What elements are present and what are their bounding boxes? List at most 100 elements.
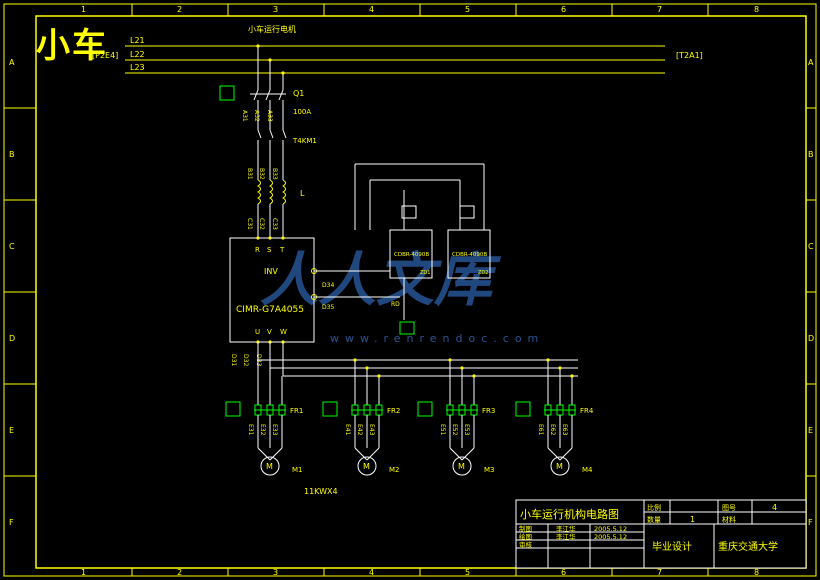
column-label: 4 (369, 5, 374, 14)
row-label: D (9, 334, 15, 343)
breaker-rating: 100A (293, 108, 311, 116)
inverter-input-label: R (255, 246, 260, 254)
junction-dot (268, 58, 272, 62)
overload-relay (266, 404, 274, 416)
junction-dot (256, 236, 260, 240)
qty-label: 数量 (647, 515, 661, 524)
inverter-pin: D35 (322, 304, 334, 311)
breaker-tag-box (219, 85, 235, 101)
column-label: 6 (561, 5, 566, 14)
drawing-title: 小车运行机构电路图 (520, 507, 619, 521)
overload-relay (351, 404, 359, 416)
motor-symbol (357, 456, 377, 476)
title-block-border (515, 499, 807, 569)
wire (461, 447, 475, 461)
inverter-output-label: U (255, 328, 260, 336)
outer-frame (3, 3, 817, 577)
overload-relay (278, 404, 286, 416)
row-label: E (9, 426, 14, 435)
wire-label-a: A32 (253, 110, 260, 122)
overload-relay (446, 404, 454, 416)
motor-wire-label: E43 (368, 424, 375, 436)
signoff-name: 李江华 (556, 524, 576, 533)
motor-spec: 11KWX4 (304, 487, 338, 496)
motor-symbol (452, 456, 472, 476)
column-label: 3 (273, 568, 278, 577)
wire (449, 447, 463, 461)
wire-label-b: B31 (246, 168, 253, 180)
braking-module-model: CDBR-4090B (452, 252, 487, 258)
inverter-input-label: T (279, 246, 285, 254)
junction-dot (558, 366, 562, 370)
relay-name: FR2 (387, 407, 400, 415)
column-label: 2 (177, 568, 182, 577)
resistor-tag-box (399, 321, 415, 335)
sheet-label: 图号 (722, 504, 736, 512)
column-label: 5 (465, 568, 470, 577)
circuit-title: 小车运行电机 (248, 24, 296, 34)
motor-symbol (550, 456, 570, 476)
junction-dot (353, 358, 357, 362)
wire-label-b: B32 (258, 168, 265, 180)
breaker-name: Q1 (293, 89, 304, 98)
motor-name: M1 (292, 466, 303, 474)
relay-name: FR1 (290, 407, 303, 415)
column-label: 8 (754, 5, 759, 14)
wire (269, 447, 283, 461)
bus-line-label: L23 (130, 63, 145, 72)
wire (354, 447, 368, 461)
row-label: B (9, 150, 15, 159)
braking-module-tag: ZD1 (420, 270, 430, 276)
inverter-input-label: S (267, 246, 272, 254)
reactor-coil (269, 179, 273, 205)
row-label: E (808, 426, 813, 435)
row-label: C (9, 242, 15, 251)
wire-label-d: D31 (230, 354, 237, 366)
motor-symbol-label: M (266, 462, 273, 471)
column-label: 4 (369, 568, 374, 577)
motor-wire-label: E53 (463, 424, 470, 436)
reactor-coil (282, 179, 286, 205)
inverter-model: CIMR-G7A4055 (236, 305, 304, 315)
motor-name: M2 (389, 466, 400, 474)
motor-wire-label: E62 (549, 424, 556, 436)
wire (265, 89, 271, 101)
wire-label-a: A33 (266, 110, 273, 122)
overload-relay (556, 404, 564, 416)
wire (282, 129, 287, 139)
bus-line-label: L21 (130, 36, 145, 45)
column-label: 5 (465, 5, 470, 14)
signoff-role: 绘图 (519, 532, 532, 541)
motor-wire-label: E31 (247, 424, 254, 436)
wire-label-c: C32 (258, 218, 265, 230)
row-label: A (9, 58, 15, 67)
overload-relay (375, 404, 383, 416)
wire (257, 447, 271, 461)
motor-wire-label: E41 (344, 424, 351, 436)
wire (257, 129, 262, 139)
motor-wire-label: E33 (271, 424, 278, 436)
junction-dot (281, 236, 285, 240)
inverter-output-label: V (267, 328, 272, 336)
motor-wire-label: E52 (451, 424, 458, 436)
overload-relay (568, 404, 576, 416)
scale-label: 比例 (647, 503, 661, 512)
wire-label-a: A31 (241, 110, 248, 122)
column-label: 6 (561, 568, 566, 577)
junction-dot (460, 366, 464, 370)
school-name: 重庆交通大学 (718, 540, 778, 553)
row-label: A (808, 58, 814, 67)
relay-name: FR4 (580, 407, 594, 415)
signoff-date: 2005.5.12 (594, 525, 627, 533)
junction-dot (377, 374, 381, 378)
motor-name: M4 (582, 466, 593, 474)
inverter-pin: D34 (322, 282, 334, 289)
junction-dot (570, 374, 574, 378)
wire (278, 89, 284, 101)
inverter-box (229, 237, 315, 343)
inverter-name: INV (264, 267, 278, 276)
